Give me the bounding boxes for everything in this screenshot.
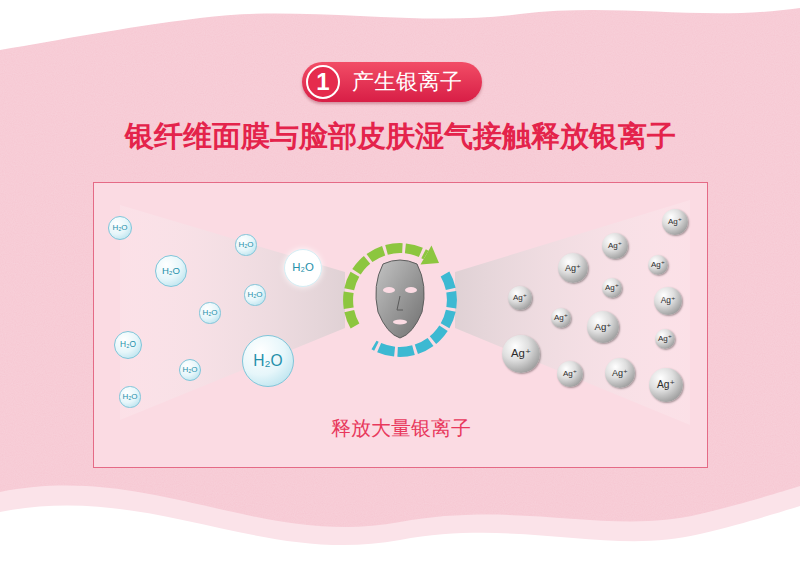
- molecule-label: H₂O: [202, 308, 217, 317]
- molecule-bubble: Ag⁺: [655, 329, 675, 349]
- mask-mouth: [393, 320, 407, 325]
- molecule-bubble: Ag⁺: [508, 286, 532, 310]
- molecule-label: Ag⁺: [668, 217, 682, 226]
- molecule-label: Ag⁺: [661, 296, 676, 306]
- mask-nose: [397, 296, 403, 310]
- molecule-bubble: H₂O: [284, 249, 322, 287]
- molecule-label: H₂O: [292, 261, 314, 274]
- step-number-circle: 1: [306, 65, 340, 99]
- molecule-bubble: H₂O: [155, 255, 187, 287]
- step-text: 产生银离子: [352, 69, 462, 94]
- molecule-bubble: H₂O: [108, 216, 132, 240]
- molecule-label: H₂O: [253, 352, 282, 370]
- molecule-bubble: Ag⁺: [502, 335, 540, 373]
- molecule-label: Ag⁺: [563, 369, 577, 378]
- molecule-label: Ag⁺: [554, 313, 568, 322]
- molecule-bubble: Ag⁺: [558, 253, 588, 283]
- molecule-label: H₂O: [112, 223, 127, 232]
- mask-eye: [383, 287, 395, 293]
- cycle-arrowhead: [421, 246, 440, 265]
- molecule-bubble: H₂O: [114, 331, 142, 359]
- molecule-bubble: Ag⁺: [587, 311, 619, 343]
- molecule-bubble: Ag⁺: [557, 361, 583, 387]
- molecule-label: H₂O: [238, 240, 253, 249]
- step-text: 1: [316, 68, 329, 96]
- molecule-label: H₂O: [120, 340, 136, 350]
- molecule-bubble: Ag⁺: [602, 233, 628, 259]
- molecule-bubble: H₂O: [244, 284, 265, 305]
- molecule-label: H₂O: [247, 290, 262, 299]
- molecule-label: Ag⁺: [651, 260, 665, 269]
- molecule-bubble: Ag⁺: [551, 308, 571, 328]
- molecule-label: H₂O: [122, 392, 137, 401]
- molecule-bubble: H₂O: [179, 359, 201, 381]
- molecule-label: Ag⁺: [608, 241, 622, 250]
- ion-beam: [455, 200, 690, 425]
- molecule-label: Ag⁺: [513, 293, 527, 302]
- bottom-wave: [0, 505, 800, 576]
- molecule-label: H₂O: [162, 265, 180, 276]
- frame-fill: [93, 182, 708, 468]
- molecule-bubble: H₂O: [119, 386, 140, 407]
- caption-text: 释放大量银离子: [331, 417, 471, 440]
- molecule-label: Ag⁺: [605, 283, 619, 292]
- mask-eye: [405, 287, 417, 293]
- molecule-label: H₂O: [182, 365, 197, 374]
- step-pill: 产生银离子 1: [302, 62, 482, 102]
- molecule-bubble: Ag⁺: [648, 255, 668, 275]
- molecule-bubble: Ag⁺: [605, 358, 635, 388]
- face-mask: [376, 260, 424, 338]
- bottom-wave-back: [0, 486, 800, 576]
- molecule-bubble: Ag⁺: [602, 278, 622, 298]
- molecule-label: Ag⁺: [612, 368, 628, 378]
- water-beam: [120, 205, 345, 420]
- molecule-label: Ag⁺: [565, 263, 581, 273]
- molecule-bubble: H₂O: [199, 302, 220, 323]
- molecule-label: Ag⁺: [658, 334, 672, 343]
- molecule-label: Ag⁺: [511, 347, 531, 360]
- molecule-bubble: Ag⁺: [654, 287, 682, 315]
- molecule-bubble: Ag⁺: [662, 209, 688, 235]
- molecule-label: Ag⁺: [595, 321, 612, 332]
- top-wave: [0, 0, 800, 50]
- diagram-frame: 释放大量银离子 H₂O H₂O H₂O H₂O H₂O H₂O H₂O H₂O H₂O H₂O Ag⁺…: [93, 182, 708, 468]
- headline: 银纤维面膜与脸部皮肤湿气接触释放银离子: [0, 120, 800, 153]
- molecule-bubble: Ag⁺: [649, 368, 683, 402]
- molecule-bubble: H₂O: [242, 335, 294, 387]
- molecule-bubble: H₂O: [235, 234, 256, 255]
- molecule-label: Ag⁺: [657, 379, 675, 391]
